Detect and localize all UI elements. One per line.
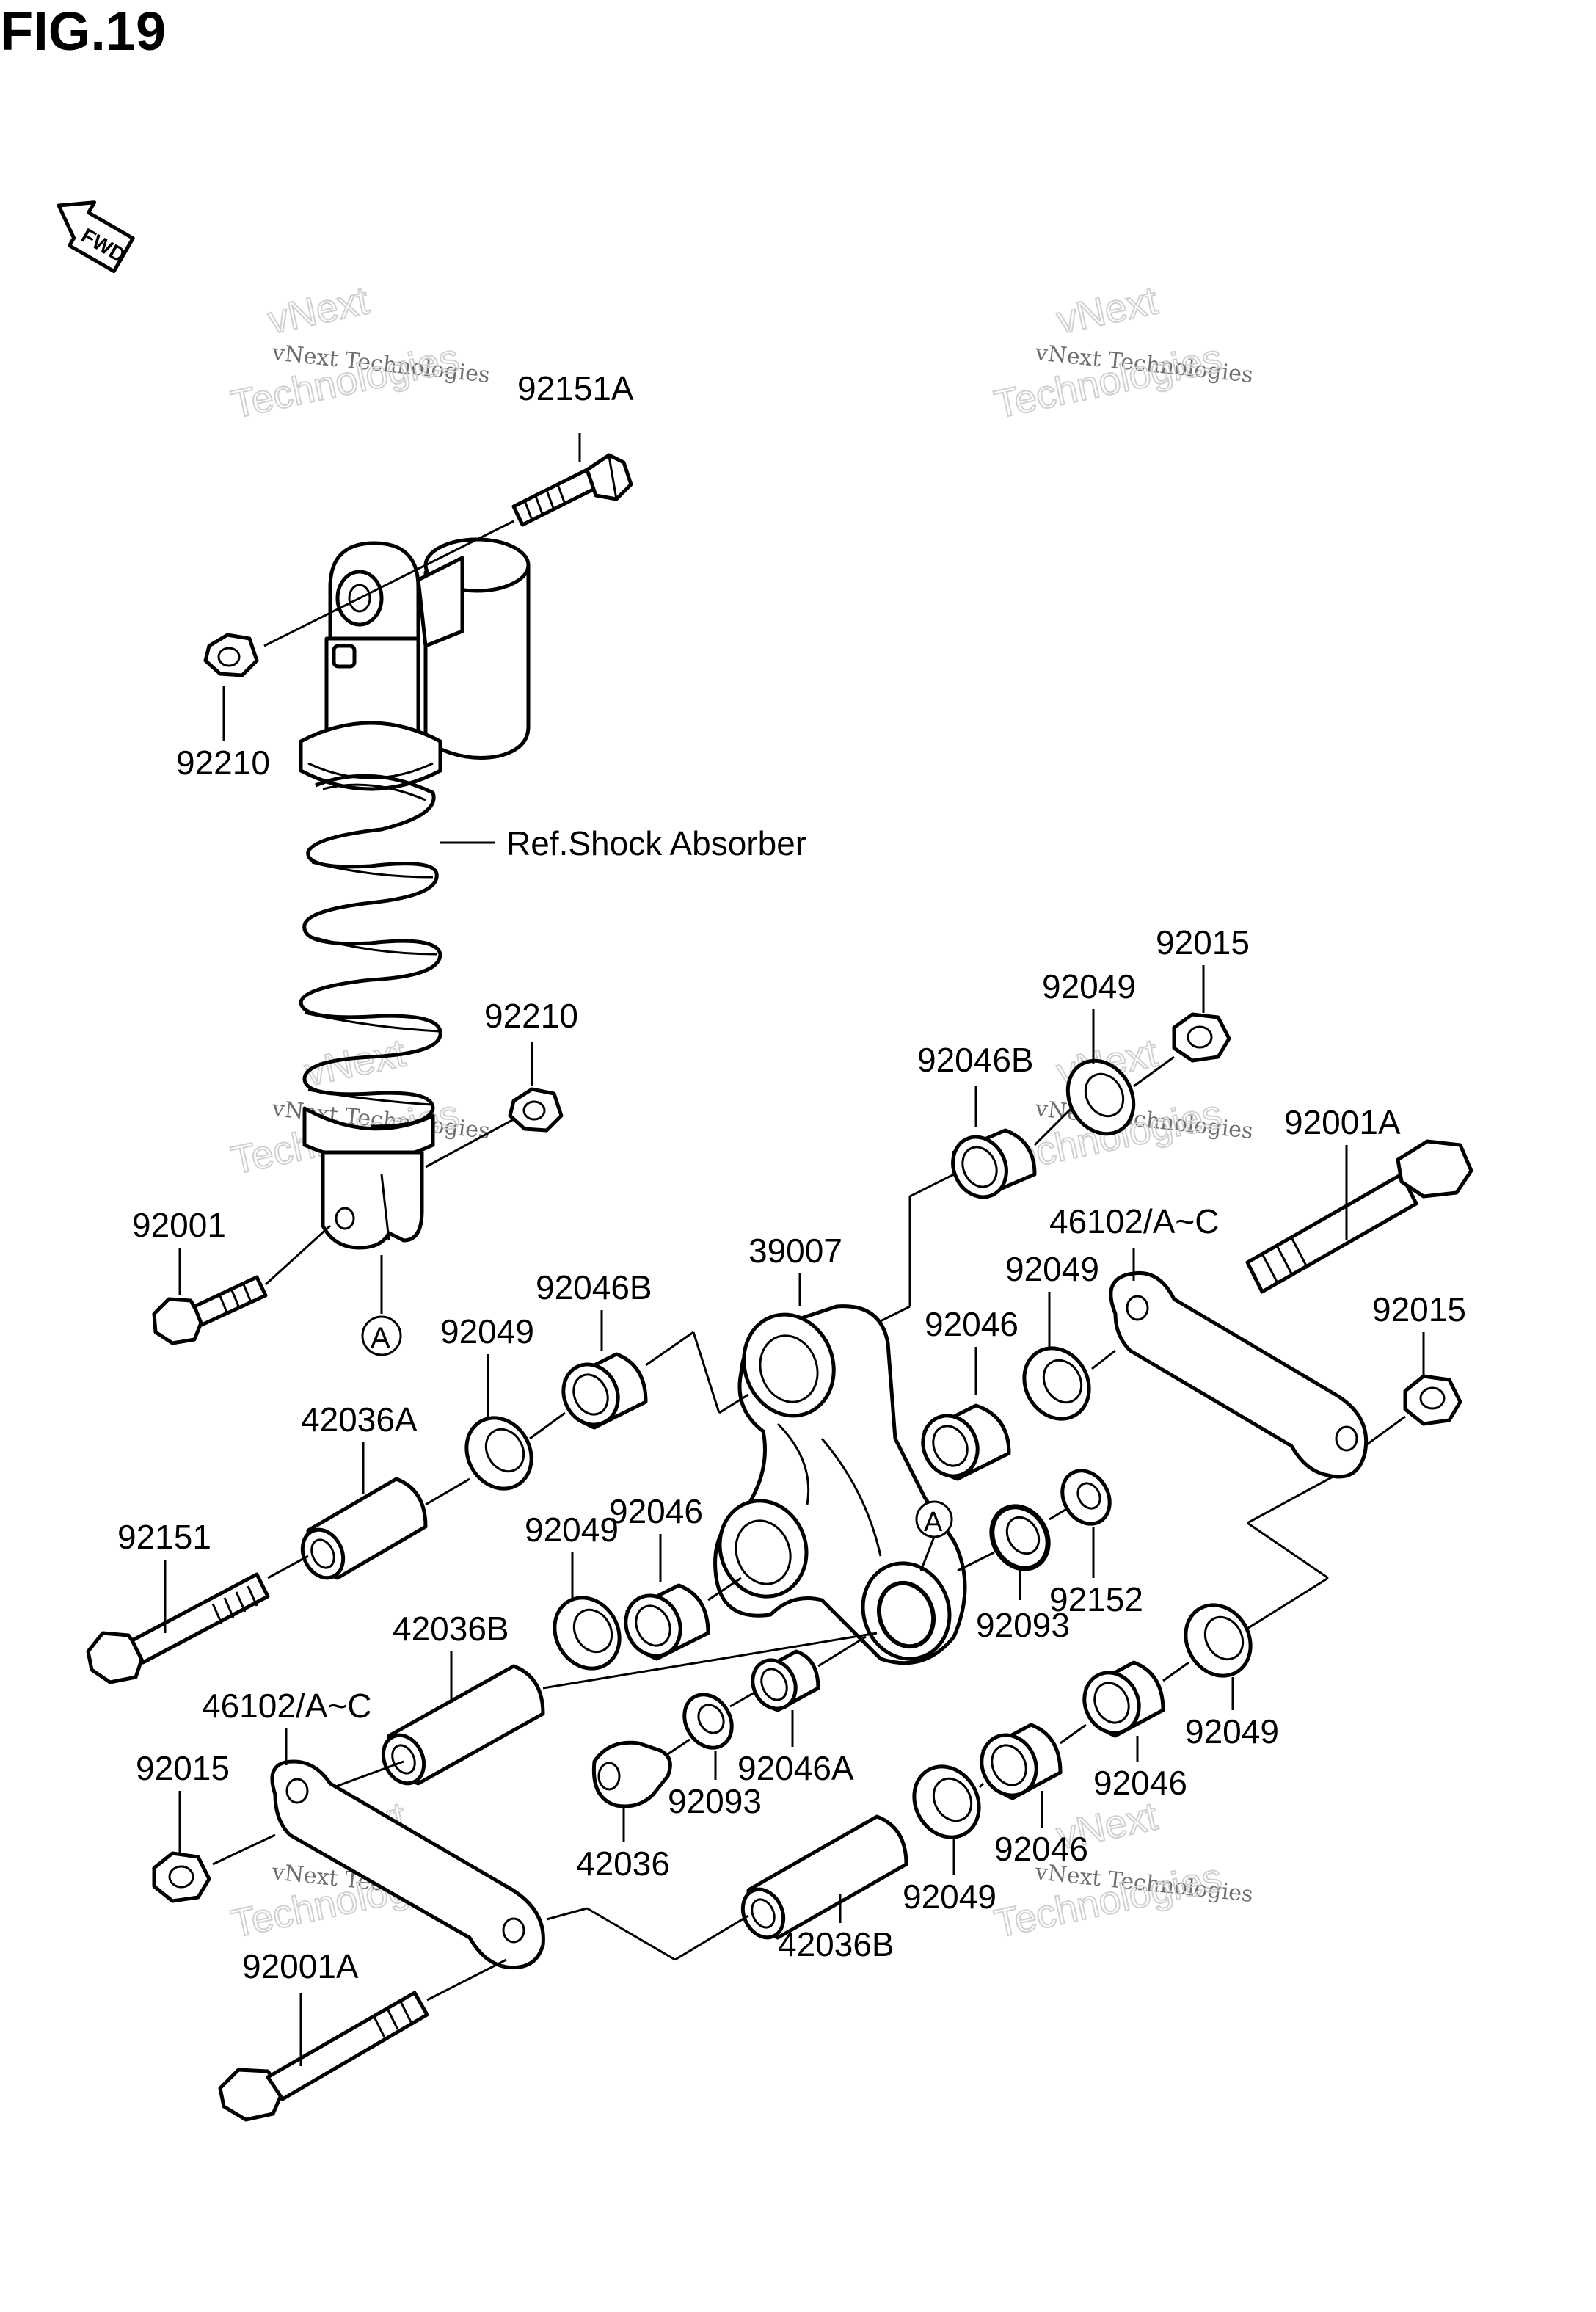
label-42036A: 42036A	[301, 1400, 418, 1439]
label-ref-shock-absorber: Ref.Shock Absorber	[506, 824, 806, 862]
nut-92210-top	[203, 633, 259, 677]
svg-text:vNext: vNext	[301, 1030, 409, 1094]
forward-arrow-icon: FWD	[57, 200, 135, 274]
label-92049-low: 92049	[1185, 1712, 1279, 1751]
collar-42036B-low	[740, 1814, 908, 1940]
bearing-92046-center	[921, 1403, 1011, 1481]
label-92093-right: 92093	[976, 1606, 1070, 1644]
label-39007: 39007	[748, 1232, 842, 1270]
label-92152: 92152	[1049, 1580, 1143, 1618]
label-92046B-left: 92046B	[536, 1268, 652, 1306]
label-92049-center: 92049	[1005, 1250, 1099, 1288]
label-92210-top: 92210	[176, 744, 270, 782]
label-42036B-low: 42036B	[778, 1925, 894, 1963]
label-92151: 92151	[117, 1518, 211, 1556]
rocker-arm-39007	[713, 1304, 967, 1665]
label-92049-left: 92049	[440, 1312, 534, 1351]
watermark-bottom-right: vNext vNext Technologies Technologies	[990, 1793, 1254, 1946]
bearing-92046A	[751, 1649, 820, 1712]
seal-92093-low	[682, 1693, 734, 1750]
label-92151A: 92151A	[517, 369, 634, 407]
label-92046-low: 92046	[1093, 1764, 1187, 1802]
watermark-top-left: vNext vNext Technologies Technologies	[227, 277, 491, 427]
bolt-92001	[152, 1275, 268, 1345]
label-92049-mid: 92049	[525, 1511, 619, 1549]
washer-92049-mid	[553, 1596, 622, 1671]
label-92001: 92001	[132, 1206, 226, 1244]
washer-92049-top	[1065, 1058, 1136, 1136]
washer-92049-left	[464, 1416, 533, 1491]
label-46102-left: 46102/A~C	[202, 1687, 371, 1725]
svg-text:vNext: vNext	[264, 278, 373, 342]
collar-42036	[591, 1740, 672, 1808]
bolt-92001A-right	[1245, 1139, 1473, 1294]
bearing-92046-mid	[624, 1583, 710, 1661]
label-92001A-left: 92001A	[242, 1947, 359, 1985]
bearing-92046B-left	[561, 1352, 648, 1430]
nut-92015-top	[1172, 1012, 1231, 1063]
washer-92049-center	[1022, 1346, 1091, 1421]
svg-text:vNext: vNext	[1053, 278, 1162, 342]
bearing-92046-bot	[980, 1723, 1063, 1800]
label-42036: 42036	[576, 1844, 670, 1883]
seal-92093-right	[989, 1504, 1051, 1571]
shock-absorber	[299, 537, 531, 1250]
washer-92152	[1060, 1469, 1112, 1526]
figure-title: FIG.19	[0, 1, 166, 62]
label-92046A: 92046A	[737, 1749, 854, 1787]
label-92046-center: 92046	[925, 1305, 1019, 1343]
label-92049-top: 92049	[1042, 967, 1136, 1006]
label-92046-mid: 92046	[609, 1492, 703, 1530]
label-92210-mid: 92210	[484, 997, 578, 1035]
nut-92210-mid	[508, 1087, 564, 1133]
nut-92015-right	[1403, 1374, 1462, 1426]
bearing-92046B-top	[951, 1128, 1037, 1199]
nut-92015-left	[152, 1851, 211, 1903]
label-92015-right: 92015	[1372, 1290, 1466, 1328]
bearing-92046-low	[1082, 1660, 1165, 1738]
label-46102-right: 46102/A~C	[1049, 1202, 1219, 1240]
link-plate-46102-right	[1109, 1270, 1369, 1479]
collar-42036B-upper	[381, 1664, 545, 1786]
bolt-92151A	[511, 453, 633, 527]
spring-coils	[299, 774, 442, 1129]
collar-42036A	[300, 1477, 428, 1580]
label-92093-low: 92093	[668, 1782, 762, 1820]
watermark-top-right: vNext vNext Technologies Technologies	[990, 277, 1254, 427]
label-92015-top: 92015	[1156, 923, 1250, 961]
ref-a-shock: A	[371, 1322, 390, 1354]
label-92046B-top: 92046B	[917, 1041, 1034, 1079]
label-92001A-right: 92001A	[1284, 1103, 1401, 1141]
washer-92049-bot	[912, 1764, 981, 1839]
ref-a-link: A	[924, 1507, 943, 1538]
label-92049-bot: 92049	[903, 1877, 996, 1916]
link-plate-46102-left	[270, 1759, 545, 1970]
washer-92049-low	[1184, 1603, 1253, 1678]
label-92015-left: 92015	[136, 1749, 230, 1787]
bolt-92151	[86, 1572, 270, 1684]
label-92046-bot: 92046	[994, 1830, 1088, 1868]
bolt-92001A-left	[218, 1991, 429, 2122]
label-42036B-upper: 42036B	[393, 1610, 509, 1648]
